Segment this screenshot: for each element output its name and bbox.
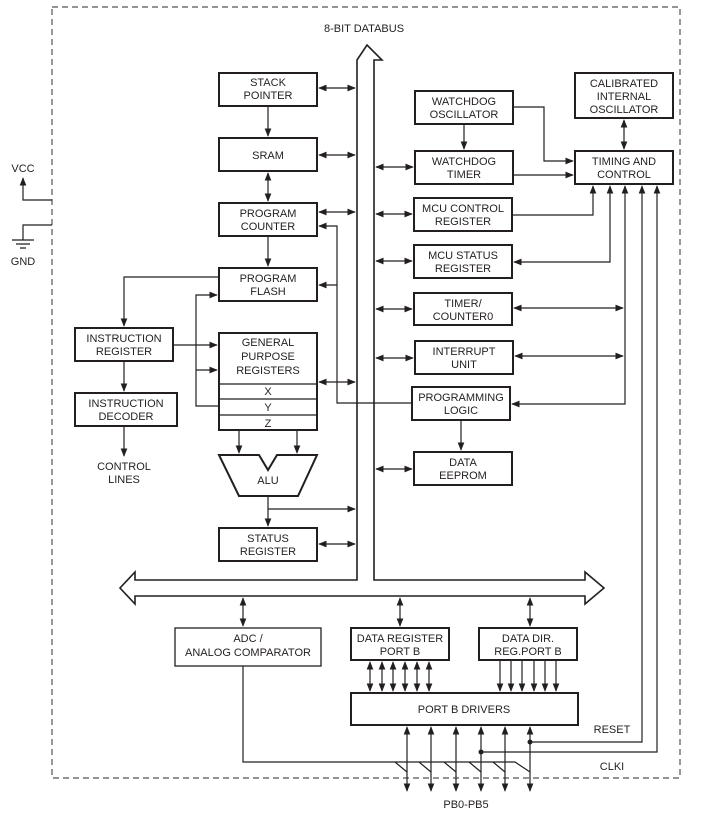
- data-eeprom-block: DATA EEPROM: [413, 451, 513, 486]
- control-lines-label: CONTROL: [97, 461, 151, 473]
- general-purpose-registers-block: GENERAL PURPOSE REGISTERS X Y Z: [218, 332, 318, 431]
- block-label: TIMER/: [444, 298, 482, 310]
- program-counter-block: PROGRAM COUNTER: [218, 202, 318, 237]
- gnd-label: GND: [11, 256, 36, 268]
- watchdog-oscillator-block: WATCHDOG OSCILLATOR: [414, 90, 514, 125]
- mcu-control-register-block: MCU CONTROL REGISTER: [413, 197, 513, 232]
- block-label: CONTROL: [597, 169, 651, 181]
- vcc-label: VCC: [11, 163, 34, 175]
- block-label: LOGIC: [444, 405, 478, 417]
- block-label: MCU CONTROL: [422, 203, 504, 215]
- block-label: COUNTER0: [433, 311, 494, 323]
- block-label: ALU: [257, 475, 278, 487]
- block-label: INSTRUCTION: [88, 398, 163, 410]
- block-label: ANALOG COMPARATOR: [185, 647, 311, 659]
- block-label: EEPROM: [439, 470, 487, 482]
- block-label: INSTRUCTION: [86, 333, 161, 345]
- block-label: REGISTER: [96, 346, 152, 358]
- sram-block: SRAM: [218, 137, 318, 172]
- block-label: PURPOSE: [241, 351, 295, 363]
- vcc-pin: VCC: [11, 163, 52, 201]
- block-label: REG.PORT B: [494, 646, 561, 658]
- block-label: DATA: [449, 457, 477, 469]
- data-dir-port-b-block: DATA DIR. REG.PORT B: [478, 627, 578, 661]
- block-label: OSCILLATOR: [430, 109, 499, 121]
- data-register-port-b-block: DATA REGISTER PORT B: [350, 627, 450, 661]
- block-label: FLASH: [250, 286, 286, 298]
- block-label: PROGRAM: [240, 208, 297, 220]
- databus-label: 8-BIT DATABUS: [324, 23, 404, 35]
- block-label: DATA DIR.: [502, 633, 554, 645]
- chip-boundary: [51, 6, 681, 779]
- clki-label: CLKI: [600, 761, 624, 773]
- block-label: STATUS: [247, 533, 289, 545]
- block-label: TIMING AND: [592, 156, 656, 168]
- block-label: REGISTER: [435, 216, 491, 228]
- timer-counter-block: TIMER/ COUNTER0: [413, 292, 513, 326]
- block-label: CALIBRATED: [590, 78, 658, 90]
- stack-pointer-block: STACK POINTER: [218, 72, 318, 107]
- block-label: TIMER: [447, 169, 481, 181]
- register-x: X: [264, 386, 272, 398]
- instruction-register-block: INSTRUCTION REGISTER: [74, 327, 174, 362]
- pins-label: PB0-PB5: [443, 799, 488, 811]
- block-label: MCU STATUS: [428, 250, 498, 262]
- adc-block: ADC / ANALOG COMPARATOR: [174, 627, 322, 667]
- status-register-block: STATUS REGISTER: [218, 527, 318, 562]
- reset-line: [530, 185, 646, 743]
- register-z: Z: [265, 418, 272, 430]
- block-label: PORT B DRIVERS: [418, 704, 511, 716]
- clki-line: [481, 185, 661, 753]
- block-label: COUNTER: [241, 221, 295, 233]
- block-label: PROGRAM: [240, 273, 297, 285]
- block-label: PROGRAMMING: [418, 392, 504, 404]
- interrupt-unit-block: INTERRUPT UNIT: [414, 340, 514, 375]
- program-flash-block: PROGRAM FLASH: [218, 267, 318, 302]
- watchdog-timer-block: WATCHDOG TIMER: [414, 150, 514, 185]
- block-label: DECODER: [98, 411, 153, 423]
- calibrated-oscillator-block: CALIBRATED INTERNAL OSCILLATOR: [574, 72, 674, 119]
- port-b-drivers-block: PORT B DRIVERS: [350, 692, 579, 726]
- block-label: WATCHDOG: [432, 96, 496, 108]
- gnd-pin: GND: [11, 224, 52, 268]
- block-label: POINTER: [244, 90, 293, 102]
- timing-control-block: TIMING AND CONTROL: [574, 150, 674, 185]
- mcu-status-register-block: MCU STATUS REGISTER: [413, 244, 513, 279]
- control-lines-label-2: LINES: [108, 474, 140, 486]
- block-label: DATA REGISTER: [357, 633, 443, 645]
- block-label: ADC /: [233, 633, 263, 645]
- alu-block: ALU: [217, 454, 319, 497]
- block-label: UNIT: [451, 359, 477, 371]
- block-label: REGISTER: [435, 263, 491, 275]
- block-label: REGISTER: [240, 546, 296, 558]
- block-label: INTERRUPT: [433, 346, 496, 358]
- programming-logic-block: PROGRAMMING LOGIC: [411, 386, 511, 421]
- block-label: PORT B: [380, 646, 421, 658]
- block-label: INTERNAL: [597, 91, 651, 103]
- block-label: REGISTERS: [236, 365, 300, 377]
- instruction-decoder-block: INSTRUCTION DECODER: [74, 392, 178, 427]
- block-label: STACK: [250, 77, 287, 89]
- register-y: Y: [264, 402, 272, 414]
- reset-label: RESET: [594, 724, 631, 736]
- block-label: SRAM: [252, 150, 284, 162]
- block-label: GENERAL: [242, 337, 295, 349]
- block-label: OSCILLATOR: [590, 104, 659, 116]
- databus-shape: [118, 43, 606, 607]
- connections: [120, 84, 661, 792]
- block-label: WATCHDOG: [432, 156, 496, 168]
